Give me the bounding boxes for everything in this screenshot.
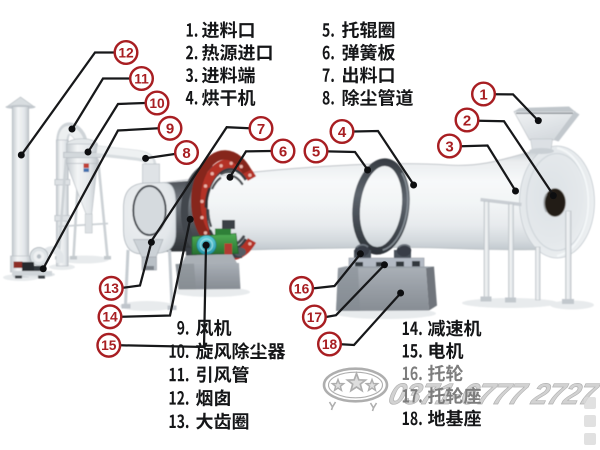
svg-text:18: 18 bbox=[322, 337, 338, 352]
svg-text:11: 11 bbox=[134, 71, 149, 86]
svg-text:16: 16 bbox=[294, 281, 310, 296]
svg-text:5: 5 bbox=[312, 143, 320, 160]
svg-text:9: 9 bbox=[166, 121, 174, 138]
svg-text:3: 3 bbox=[445, 138, 453, 155]
svg-text:2: 2 bbox=[463, 112, 471, 129]
svg-text:12: 12 bbox=[118, 45, 134, 60]
svg-text:4: 4 bbox=[338, 124, 347, 141]
svg-text:10: 10 bbox=[149, 96, 165, 111]
svg-text:17: 17 bbox=[307, 310, 323, 325]
svg-text:1: 1 bbox=[479, 86, 487, 103]
svg-text:6: 6 bbox=[279, 143, 287, 160]
svg-text:13: 13 bbox=[104, 281, 120, 296]
svg-text:14: 14 bbox=[102, 310, 118, 325]
svg-text:7: 7 bbox=[257, 121, 265, 138]
svg-text:0371-6777 2727: 0371-6777 2727 bbox=[385, 378, 600, 410]
svg-text:15: 15 bbox=[101, 338, 117, 353]
svg-text:8: 8 bbox=[182, 145, 190, 162]
